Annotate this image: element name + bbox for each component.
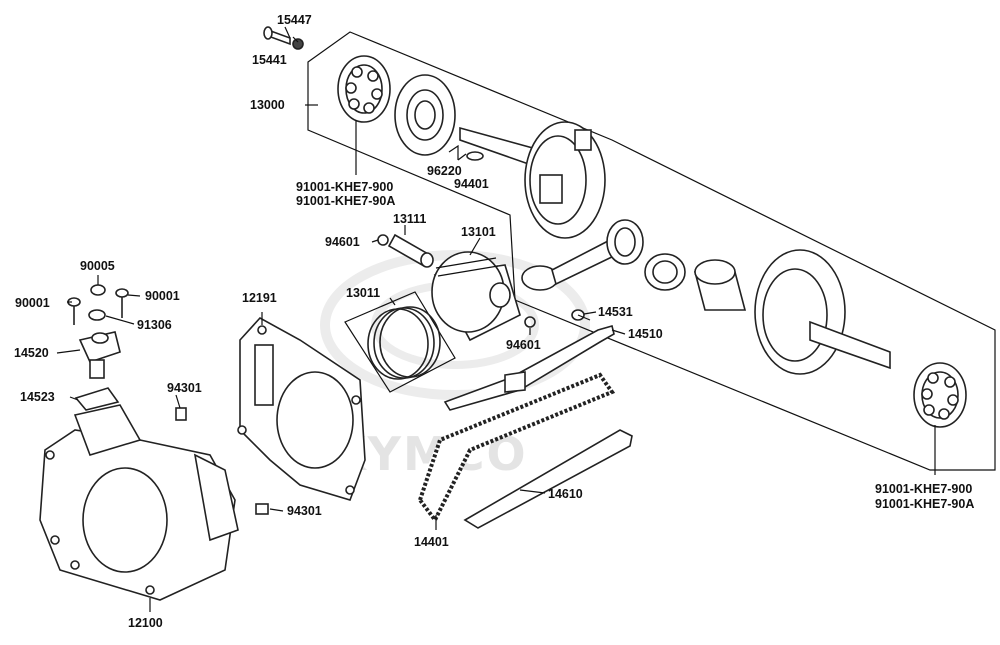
piston-ring-set-part	[344, 291, 456, 393]
label-15441: 15441	[252, 53, 287, 67]
cam-chain-part	[417, 372, 616, 524]
circlip-left-part	[377, 234, 389, 246]
label-14510: 14510	[628, 327, 663, 341]
chain-tensioner-slider-part	[443, 325, 615, 411]
woodruff-key-part	[448, 144, 484, 161]
dowel-pin-upper-part	[175, 407, 187, 421]
label-90005: 90005	[80, 259, 115, 273]
cylinder-gasket-part	[237, 316, 366, 501]
label-91001-bottom-b: 91001-KHE7-90A	[875, 497, 974, 511]
tensioner-gasket-part	[74, 387, 120, 411]
label-14523: 14523	[20, 390, 55, 404]
leader-lines	[56, 26, 936, 612]
piston-pin-part	[387, 233, 434, 268]
label-90001-left: 90001	[15, 296, 50, 310]
crankshaft-assembly-outline	[307, 31, 996, 471]
bearing-bottom-part	[913, 362, 967, 428]
label-96220: 96220	[427, 164, 462, 178]
chain-guide-part	[463, 429, 633, 529]
connecting-rod-part	[521, 219, 644, 291]
bolt-15441-part	[263, 26, 291, 46]
crank-pin-part	[693, 259, 747, 311]
label-94301-b: 94301	[287, 504, 322, 518]
crank-half-left-part	[459, 121, 606, 239]
label-14401: 14401	[414, 535, 449, 549]
label-14531: 14531	[598, 305, 633, 319]
label-13011: 13011	[346, 286, 380, 300]
label-13111: 13111	[393, 212, 426, 226]
bearing-top-part	[337, 55, 391, 123]
part-number-labels: 15447 15441 13000 96220 94401 91001-KHE7…	[14, 13, 974, 630]
piston-part	[431, 251, 521, 342]
tensioner-lifter-part	[78, 331, 121, 379]
label-94301-a: 94301	[167, 381, 202, 395]
bolt-90005-part	[90, 284, 106, 296]
circlip-right-part	[524, 316, 536, 328]
label-94601-a: 94601	[325, 235, 360, 249]
label-13101: 13101	[461, 225, 496, 239]
label-14520: 14520	[14, 346, 49, 360]
label-91001-top-a: 91001-KHE7-900	[296, 180, 393, 194]
cylinder-part	[39, 404, 239, 601]
label-91001-top-b: 91001-KHE7-90A	[296, 194, 395, 208]
label-94601-b: 94601	[506, 338, 541, 352]
bolt-90001-right-part	[115, 288, 129, 318]
label-12100: 12100	[128, 616, 163, 630]
label-14610: 14610	[548, 487, 583, 501]
crank-half-right-part	[754, 249, 891, 375]
label-12191: 12191	[242, 291, 277, 305]
oil-seal-part	[394, 74, 456, 156]
label-90001-right: 90001	[145, 289, 180, 303]
label-15447: 15447	[277, 13, 312, 27]
label-91001-bottom-a: 91001-KHE7-900	[875, 482, 972, 496]
label-13000: 13000	[250, 98, 285, 112]
label-94401: 94401	[454, 177, 489, 191]
dowel-pin-lower-part	[255, 503, 269, 515]
washer-91306-part	[88, 309, 106, 321]
nut-15447-part	[292, 38, 304, 50]
label-91306: 91306	[137, 318, 172, 332]
crank-pin-bearing-part	[644, 253, 686, 291]
tensioner-pivot-bolt-part	[571, 309, 591, 321]
